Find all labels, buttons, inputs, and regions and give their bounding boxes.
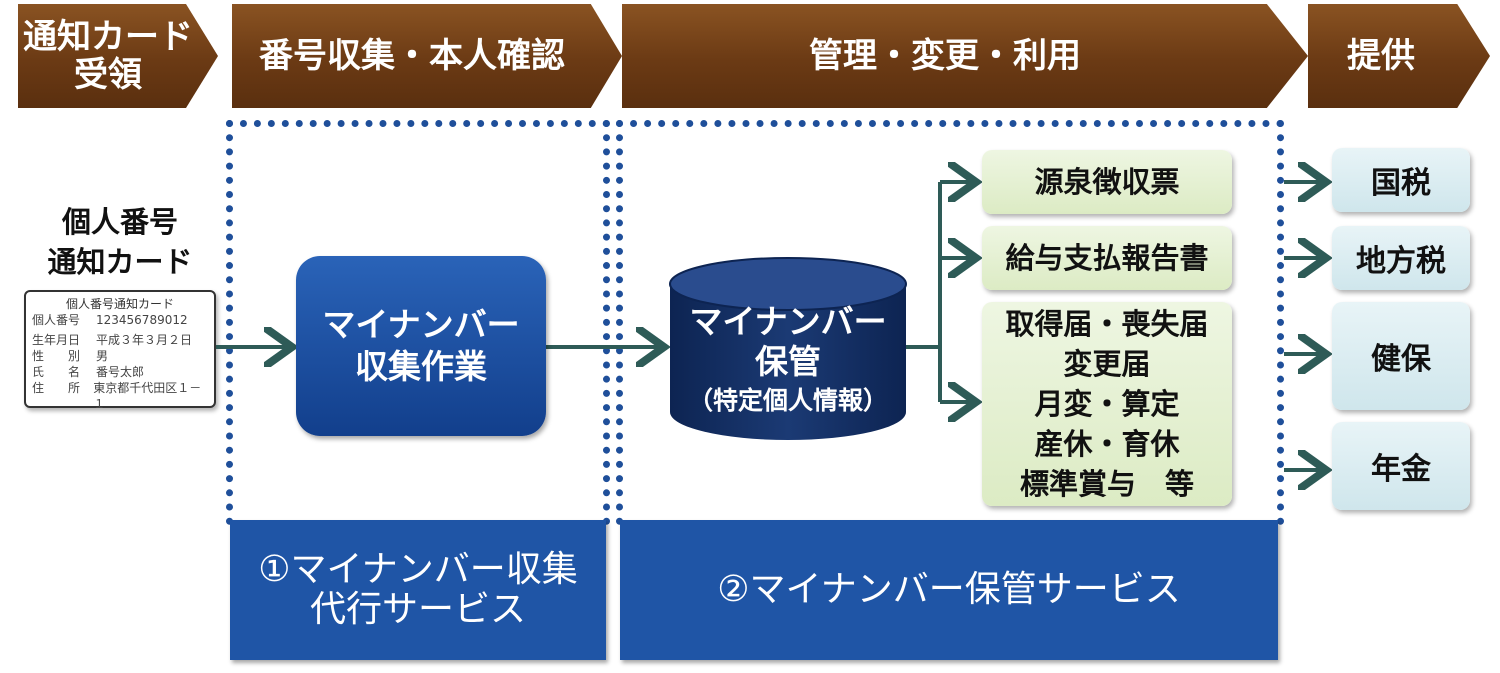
destination-local-tax: 地方税 [1332, 226, 1470, 290]
card-row: 性 別男 [32, 349, 109, 363]
card-caption: 個人番号 通知カード [47, 205, 193, 279]
step-provide: 提供 [1308, 4, 1490, 108]
service-collect-agency: ①マイナンバー収集 代行サービス [230, 520, 606, 660]
card-row: 氏 名番号太郎 [32, 365, 145, 379]
collect-work-box: マイナンバー 収集作業 [296, 256, 546, 436]
storage-region [616, 120, 1284, 525]
card-title: 個人番号通知カード [65, 297, 174, 311]
output-insurance-forms-label: 取得届・喪失届 変更届 月変・算定 産休・育休 標準賞与 等 [1005, 307, 1209, 501]
card-row: 住 所東京都千代田区１－１ [32, 381, 202, 411]
destination-health-insurance: 健保 [1332, 302, 1470, 410]
output-salary-report: 給与支払報告書 [982, 226, 1232, 290]
step-collect-verify-label: 番号収集・本人確認 [259, 36, 565, 76]
storage-cylinder [669, 257, 907, 440]
storage-subtitle: （特定個人情報） [687, 386, 888, 415]
service-storage-label: ②マイナンバー保管サービス [717, 569, 1181, 610]
collect-work-label: マイナンバー 収集作業 [322, 305, 520, 386]
output-withholding-slip-label: 源泉徴収票 [1034, 165, 1180, 199]
step-manage-use-label: 管理・変更・利用 [809, 36, 1081, 76]
output-insurance-forms: 取得届・喪失届 変更届 月変・算定 産休・育休 標準賞与 等 [982, 302, 1232, 506]
step-receive-card-label: 通知カード 受領 [23, 17, 193, 95]
output-salary-report-label: 給与支払報告書 [1005, 241, 1209, 275]
destination-national-tax-label: 国税 [1371, 166, 1431, 201]
service-collect-agency-label: ①マイナンバー収集 代行サービス [258, 549, 578, 630]
step-manage-use: 管理・変更・利用 [622, 4, 1308, 108]
step-receive-card: 通知カード 受領 [18, 4, 218, 108]
service-storage: ②マイナンバー保管サービス [620, 520, 1278, 660]
storage-title: マイナンバー 保管 [689, 302, 887, 381]
destination-pension-label: 年金 [1371, 452, 1431, 487]
output-withholding-slip: 源泉徴収票 [982, 150, 1232, 214]
destination-health-insurance-label: 健保 [1371, 342, 1431, 377]
step-provide-label: 提供 [1347, 36, 1415, 76]
collect-region [226, 120, 610, 525]
destination-pension: 年金 [1332, 422, 1470, 510]
card-row: 生年月日平成３年３月２日 [32, 333, 193, 347]
destination-local-tax-label: 地方税 [1356, 244, 1446, 279]
step-collect-verify: 番号収集・本人確認 [232, 4, 622, 108]
destination-national-tax: 国税 [1332, 148, 1470, 212]
